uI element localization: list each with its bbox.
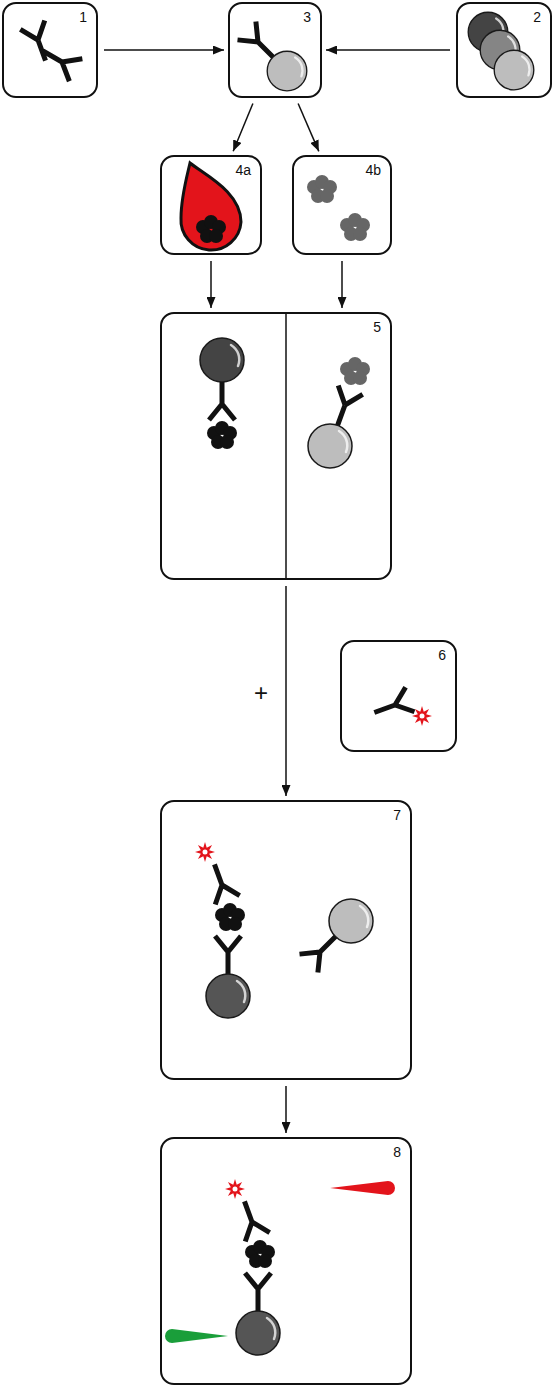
arrow [233,104,253,152]
antibody [36,40,82,82]
detection-antibody [370,687,415,724]
panel: 1 [2,2,98,98]
arrow [326,49,450,51]
callout-number: 1 [79,9,87,25]
panel: 6 [340,640,457,752]
bead [494,50,534,90]
plus-sign: + [254,680,268,706]
callout-number: 4a [235,162,251,178]
callout-number: 2 [533,9,541,25]
red-laser [330,1181,395,1195]
panel: 4a [160,155,262,255]
callout-number: 5 [373,319,381,335]
panel: 7 [160,800,412,1080]
callout-number: 6 [438,647,446,663]
arrow [298,104,319,152]
bead [267,51,307,91]
sandwich-complex [195,842,250,1018]
bead [329,899,373,943]
sandwich-complex [225,1179,280,1355]
bead [200,338,244,382]
antigen [340,357,370,385]
bead [308,424,352,468]
arrow [104,49,224,51]
divider [285,313,287,579]
panel: 5 [160,312,392,580]
callout-number: 8 [393,1144,401,1160]
antigen [340,213,370,241]
callout-number: 4b [365,162,381,178]
antigen [207,421,237,449]
arrow [210,261,212,308]
antibody [209,382,235,420]
arrow [285,1086,287,1133]
antigen [196,215,226,243]
panel: 2 [456,2,552,98]
callout-number: 3 [303,9,311,25]
panel: 8 [160,1137,412,1385]
panel: 4b [292,155,392,255]
arrow [341,261,343,308]
green-laser [165,1329,228,1343]
fluorescent-label [412,706,432,726]
blood-drop [181,163,241,250]
arrow [285,586,287,796]
callout-number: 7 [393,807,401,823]
panel: 3 [228,2,322,98]
antigen [307,175,337,203]
